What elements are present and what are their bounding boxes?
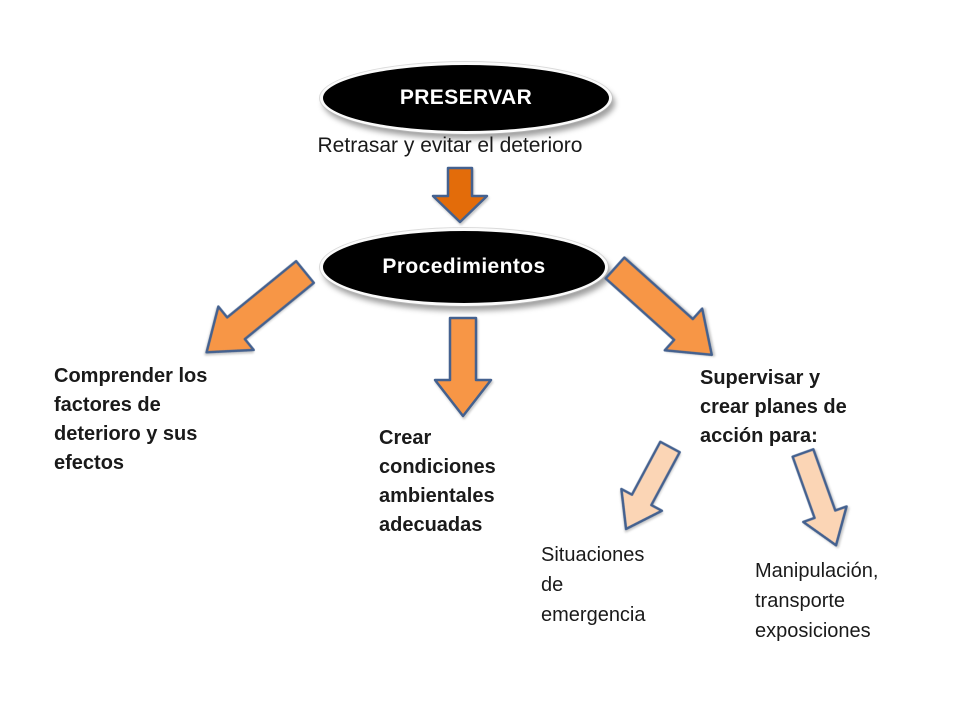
leaf-manipulacion-label: Manipulación, transporte exposiciones (755, 560, 879, 642)
node-procedimientos-label: Procedimientos (382, 255, 546, 278)
diagonal-down-left-arrow-icon (620, 440, 681, 531)
branch-crear-label: Crear condiciones ambientales adecuadas (379, 427, 496, 536)
node-preservar: PRESERVAR (320, 62, 612, 134)
node-preservar-label: PRESERVAR (399, 86, 533, 109)
node-procedimientos: Procedimientos (320, 228, 608, 306)
diagonal-down-left-arrow-icon (205, 259, 316, 354)
down-arrow-icon (433, 316, 493, 418)
diagonal-down-right-arrow-icon (791, 448, 848, 547)
diagonal-down-right-arrow-icon (604, 256, 714, 357)
preservar-subtitle: Retrasar y evitar el deterioro (317, 134, 583, 157)
branch-comprender-label: Comprender los factores de deterioro y s… (54, 365, 208, 474)
leaf-situaciones-label: Situaciones de emergencia (541, 544, 646, 626)
down-arrow-icon (431, 166, 489, 224)
branch-supervisar-label: Supervisar y crear planes de acción para… (700, 367, 847, 447)
